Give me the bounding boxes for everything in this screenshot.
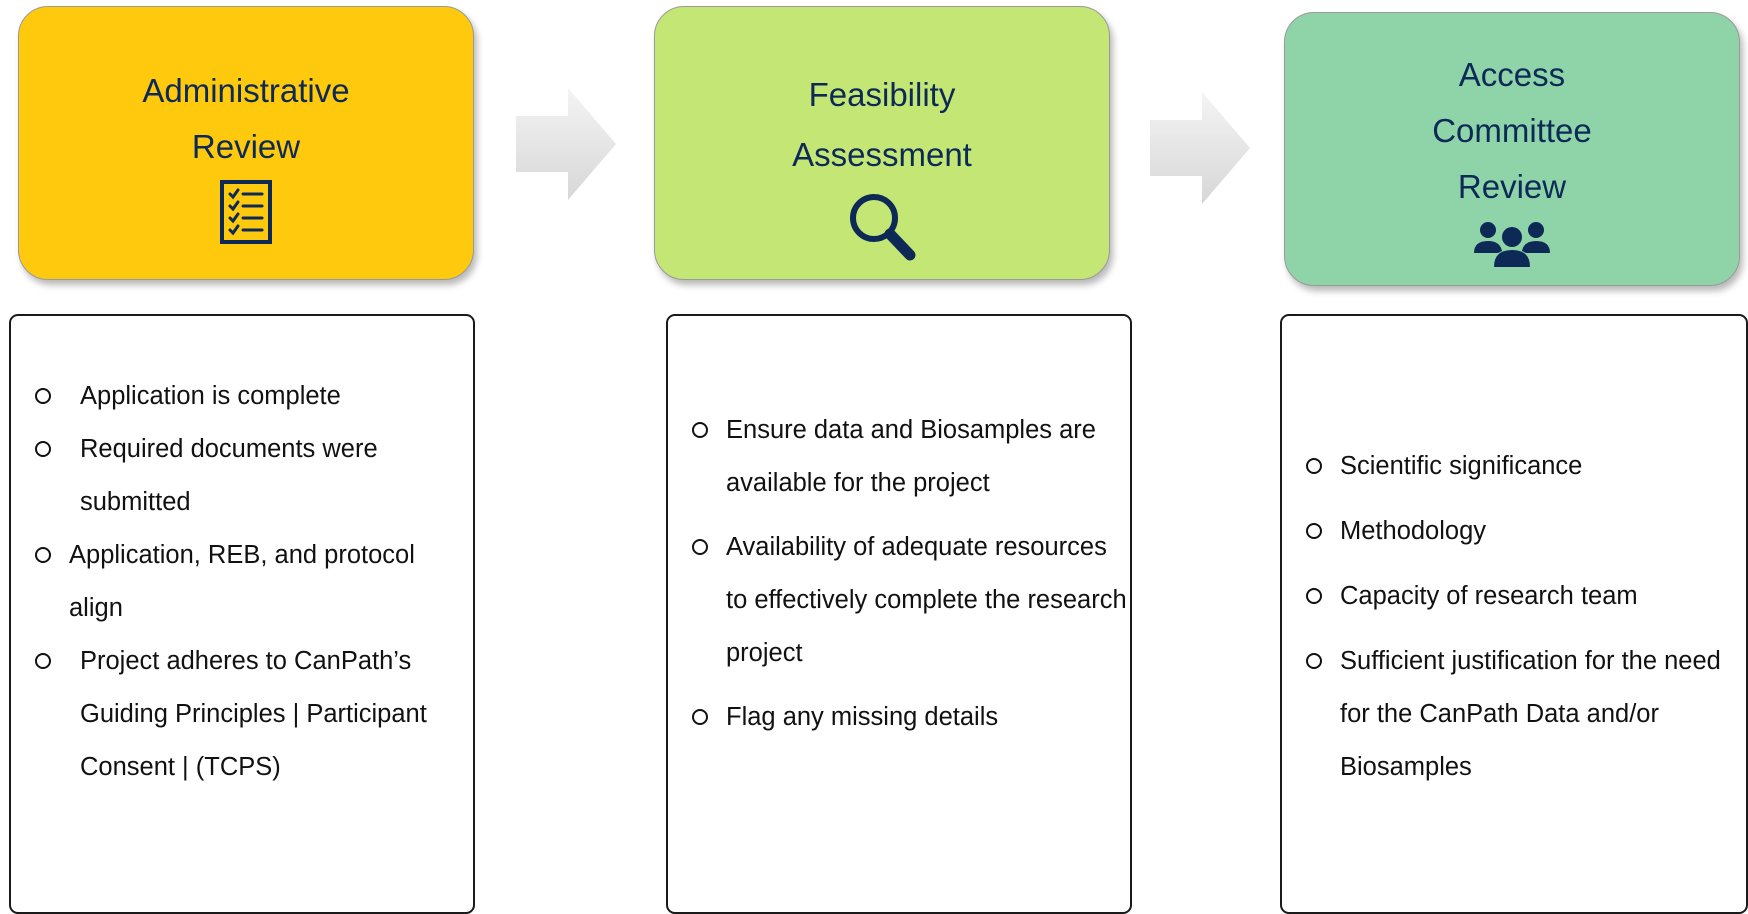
stage-title-line: Administrative [142,72,350,109]
list-item: Scientific significance [1304,440,1746,493]
list-item: Availability of adequate resources to ef… [690,521,1130,680]
magnifier-icon [845,189,919,270]
list-item: Methodology [1304,505,1746,558]
checklist: Scientific significance Methodology Capa… [1304,440,1746,794]
stage-title-line: Committee [1432,112,1592,149]
list-item: Application, REB, and protocol align [33,529,473,635]
list-item: Capacity of research team [1304,570,1746,623]
checklist: Ensure data and Biosamples are available… [690,404,1130,744]
checklist: Application is complete Required documen… [33,370,473,794]
people-group-icon [1474,219,1550,274]
stage-title-line: Access [1458,56,1566,93]
list-item: Flag any missing details [690,691,1130,744]
flow-arrow-icon [1150,92,1250,204]
stage-title-line: Feasibility [808,76,956,113]
list-item: Project adheres to CanPath’s Guiding Pri… [33,635,473,794]
stage-title: Access Committee Review [1432,47,1592,215]
checklist-panel-administrative: Application is complete Required documen… [9,314,475,914]
stage-title-line: Review [1457,168,1567,205]
list-item: Required documents were submitted [33,423,473,529]
stage-title-line: Review [191,128,301,165]
stage-title-line: Assessment [792,136,972,173]
stage-feasibility-assessment: Feasibility Assessment [654,6,1110,280]
list-item: Ensure data and Biosamples are available… [690,404,1130,510]
stage-title: Feasibility Assessment [792,65,972,185]
stage-access-committee-review: Access Committee Review [1284,12,1740,286]
checklist-icon [219,179,273,250]
stage-title: Administrative Review [142,63,349,175]
flow-arrow-icon [516,88,616,200]
list-item: Sufficient justification for the need fo… [1304,635,1746,794]
checklist-panel-access-committee: Scientific significance Methodology Capa… [1280,314,1748,914]
checklist-panel-feasibility: Ensure data and Biosamples are available… [666,314,1132,914]
list-item: Application is complete [33,370,473,423]
stage-administrative-review: Administrative Review [18,6,474,280]
